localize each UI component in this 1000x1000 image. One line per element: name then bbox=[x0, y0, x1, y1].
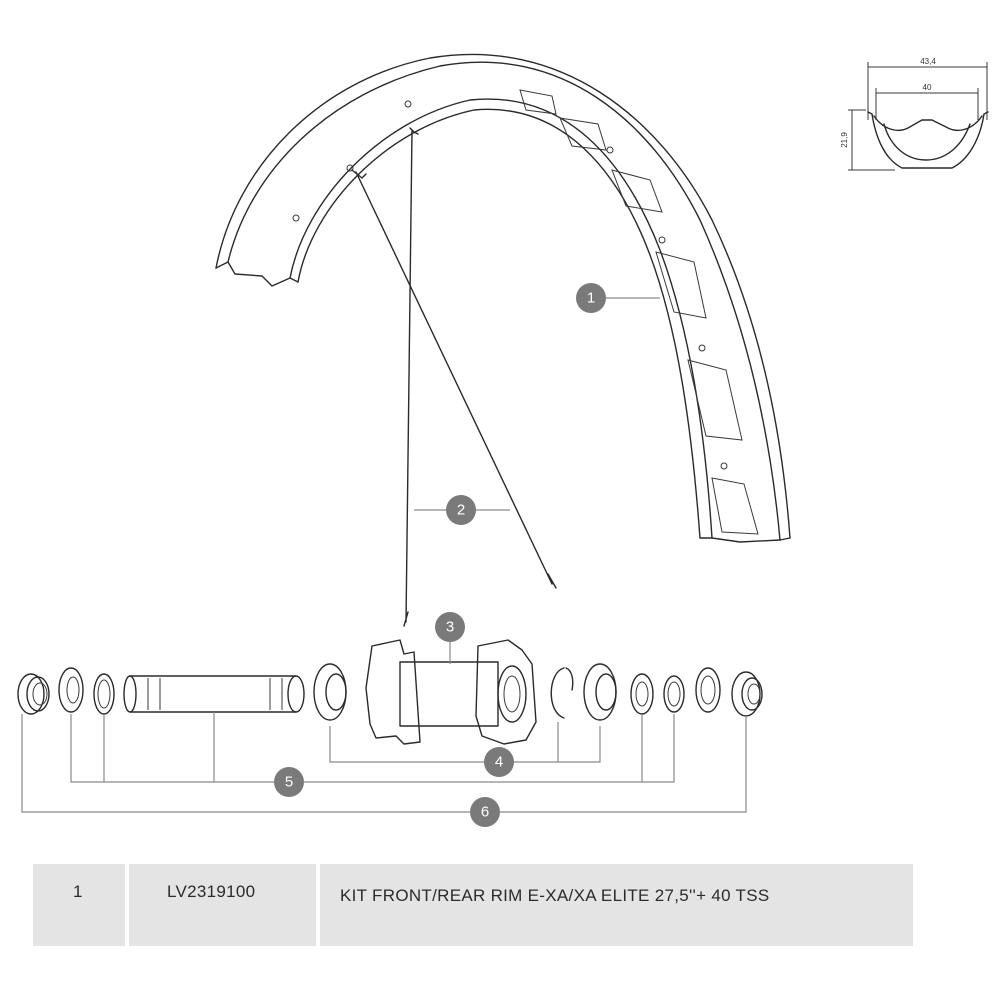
callout-1: 1 bbox=[576, 283, 606, 313]
rim-inner-edge bbox=[289, 98, 713, 539]
rim bbox=[215, 53, 791, 543]
snap-ring-right bbox=[663, 675, 685, 713]
rim-end-left bbox=[215, 261, 299, 287]
circlip bbox=[550, 667, 574, 719]
callout-4: 4 bbox=[484, 747, 514, 777]
leader-6 bbox=[21, 714, 747, 813]
leader-lines bbox=[21, 297, 747, 813]
washer-right bbox=[630, 673, 654, 715]
hub-bearing-seat bbox=[497, 665, 527, 723]
bearing-right bbox=[583, 663, 617, 721]
callout-2: 2 bbox=[446, 495, 476, 525]
parts-table: 1 LV2319100 KIT FRONT/REAR RIM E-XA/XA E… bbox=[33, 864, 913, 946]
spoke-angled bbox=[355, 171, 557, 589]
callout-4-label: 4 bbox=[495, 754, 503, 771]
callout-5: 5 bbox=[274, 767, 304, 797]
dimension-height: 21,9 bbox=[840, 109, 895, 171]
part-number-cell: 1 bbox=[33, 864, 125, 946]
dimension-outer-width: 43,4 bbox=[867, 57, 988, 120]
height-label: 21,9 bbox=[840, 132, 849, 148]
inner-width-label: 40 bbox=[923, 83, 932, 92]
hub-shell bbox=[399, 661, 499, 727]
callout-6: 6 bbox=[470, 797, 500, 827]
rim-profile-section: 43,4 40 21,9 bbox=[840, 57, 989, 171]
callout-6-label: 6 bbox=[481, 804, 489, 821]
spoke-straight-head bbox=[409, 127, 419, 135]
rim-bead-inner bbox=[297, 108, 701, 539]
callout-2-label: 2 bbox=[457, 502, 465, 519]
part-description-cell: KIT FRONT/REAR RIM E-XA/XA ELITE 27,5''+… bbox=[320, 864, 913, 946]
rim-spoke-holes bbox=[292, 100, 728, 470]
part-reference-cell: LV2319100 bbox=[129, 864, 316, 946]
axle bbox=[123, 675, 305, 713]
rim-end-right bbox=[699, 537, 791, 543]
rim-bead-outer bbox=[215, 53, 791, 539]
hub-body bbox=[365, 639, 537, 745]
hub-bearing-seat-inner bbox=[503, 675, 521, 713]
bearing-left bbox=[313, 663, 347, 721]
spoke-angled-nipple bbox=[351, 169, 367, 179]
spacer-right bbox=[695, 667, 721, 713]
spokes bbox=[351, 127, 557, 627]
callout-3-label: 3 bbox=[446, 619, 454, 636]
rim-outer-edge bbox=[227, 61, 781, 541]
hub-flange-left bbox=[365, 639, 421, 745]
end-cap-right bbox=[731, 671, 763, 717]
rim-profile-outline bbox=[867, 111, 989, 169]
hub-small-parts bbox=[17, 663, 763, 721]
end-cap-left bbox=[17, 673, 50, 715]
leader-5 bbox=[70, 712, 675, 783]
outer-width-label: 43,4 bbox=[920, 57, 936, 66]
snap-ring-left bbox=[93, 673, 115, 715]
exploded-parts-diagram: 43,4 40 21,9 bbox=[17, 53, 989, 827]
washer-left bbox=[58, 667, 84, 713]
leader-4 bbox=[329, 722, 601, 763]
callout-1-label: 1 bbox=[587, 290, 595, 307]
rim-cutouts bbox=[519, 89, 759, 535]
callout-3: 3 bbox=[435, 612, 465, 642]
hub-flange-right bbox=[475, 639, 537, 745]
spoke-straight bbox=[403, 129, 413, 627]
dimension-inner-width: 40 bbox=[875, 83, 979, 120]
callout-5-label: 5 bbox=[285, 774, 293, 791]
